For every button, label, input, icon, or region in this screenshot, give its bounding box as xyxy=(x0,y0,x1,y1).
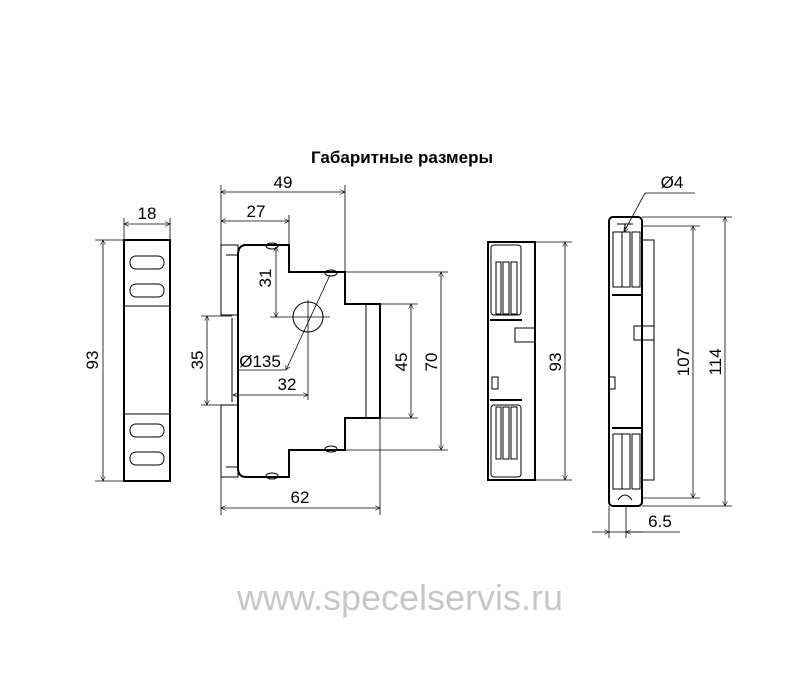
dim-rear-height: 93 xyxy=(546,353,565,372)
side-view xyxy=(201,185,448,515)
dim-side-total-depth: 62 xyxy=(291,488,310,507)
dim-right-inner-h: 107 xyxy=(674,348,693,376)
dim-side-screw-v: 31 xyxy=(256,269,275,288)
dim-right-hole: Ø4 xyxy=(661,173,684,192)
dim-side-front-h: 45 xyxy=(392,353,411,372)
dim-side-mid-h: 70 xyxy=(422,353,441,372)
dim-front-height: 93 xyxy=(83,351,102,370)
dim-front-width: 18 xyxy=(138,204,157,223)
dim-side-hole: Ø135 xyxy=(239,352,281,371)
dim-right-total-h: 114 xyxy=(706,348,725,375)
right-view xyxy=(592,192,732,538)
watermark: www.specelservis.ru xyxy=(236,577,563,618)
dim-side-hole-offset: 32 xyxy=(278,375,297,394)
rear-view xyxy=(487,241,572,481)
dim-side-depth-screw: 27 xyxy=(247,202,266,221)
dim-right-offset: 6.5 xyxy=(648,512,672,531)
drawing-title: Габаритные размеры xyxy=(311,148,493,167)
front-view xyxy=(95,218,171,482)
dim-side-din: 35 xyxy=(188,351,207,370)
dim-side-depth-top: 49 xyxy=(274,173,293,192)
